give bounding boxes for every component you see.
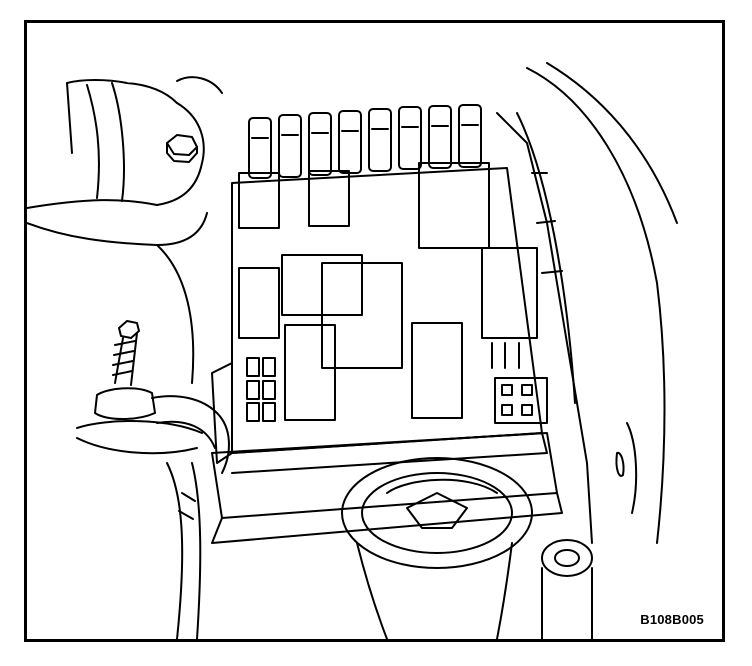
engine-compartment-fuse-relay-box <box>211 167 548 474</box>
relay <box>238 267 280 339</box>
battery-terminal-bolt <box>76 320 203 455</box>
relay <box>321 262 403 369</box>
reservoir-cap <box>341 457 533 639</box>
relay <box>284 324 336 421</box>
relay <box>238 172 280 229</box>
figure-code: B108B005 <box>640 612 704 627</box>
relay <box>418 162 490 249</box>
fender-right <box>496 62 678 544</box>
figure-frame: B108B005 <box>24 20 725 642</box>
strut-nut <box>166 134 198 163</box>
relay-socket <box>494 377 548 424</box>
washer-cap <box>541 539 593 639</box>
relay <box>481 247 538 339</box>
engine-compartment-drawing <box>27 62 678 639</box>
relay <box>308 170 350 227</box>
wire-harness-left <box>151 395 230 639</box>
fuse-row <box>248 104 482 179</box>
strut-tower <box>27 76 223 384</box>
relay <box>411 322 463 419</box>
relay-group <box>238 162 548 424</box>
mini-fuse-bank <box>246 357 276 422</box>
fuse-box-cover <box>211 432 563 544</box>
